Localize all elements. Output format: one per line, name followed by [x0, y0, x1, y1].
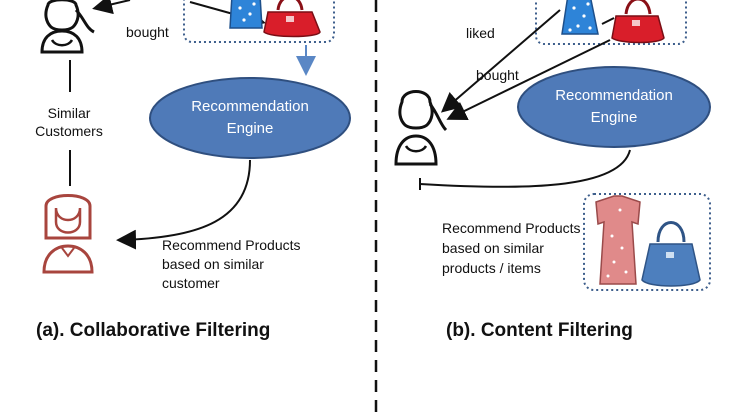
caption-content: (b). Content Filtering — [446, 320, 633, 341]
engine-label-line1: Recommendation — [555, 87, 673, 104]
engine-label-line2: Engine — [226, 120, 274, 137]
similar-label-line1: Similar — [47, 105, 91, 121]
bought-label: bought — [126, 24, 169, 40]
item-link — [601, 17, 615, 25]
blue-bag-icon — [641, 221, 701, 287]
recommendation-engine — [149, 77, 351, 159]
engine-label-line1: Recommendation — [191, 98, 309, 115]
recommend-line1: Recommend Products — [162, 237, 301, 253]
engine-label: Recommendation Engine — [160, 96, 340, 140]
liked-label: liked — [466, 25, 495, 41]
customer-icon — [40, 0, 95, 54]
recommend-text: Recommend Products based on similar prod… — [442, 218, 581, 278]
similar-customer-icon — [42, 194, 94, 274]
recommend-text: Recommend Products based on similar cust… — [162, 236, 301, 293]
recommend-line3: customer — [162, 275, 220, 291]
recommend-line2: based on similar — [162, 256, 264, 272]
recommend-line3: products / items — [442, 260, 541, 276]
engine-label: Recommendation Engine — [524, 85, 704, 129]
blue-dress-icon — [229, 0, 263, 29]
bought-arrow — [92, 0, 131, 15]
red-bag-icon — [263, 0, 321, 38]
product-box — [183, 0, 335, 43]
liked-arrow — [440, 9, 561, 113]
caption-collaborative: (a). Collaborative Filtering — [36, 320, 271, 341]
pink-dress-icon — [595, 195, 641, 285]
bought-label: bought — [476, 67, 519, 83]
engine-to-customer-line — [419, 149, 631, 188]
similar-customers-label: Similar Customers — [24, 104, 114, 140]
recommend-line2: based on similar — [442, 240, 544, 256]
bought-arrow — [446, 39, 611, 120]
blue-dress-icon — [561, 0, 599, 35]
similar-label-line2: Customers — [35, 123, 103, 139]
red-bag-icon — [611, 0, 665, 44]
product-box — [535, 0, 687, 45]
engine-label-line2: Engine — [590, 109, 638, 126]
customer-icon — [394, 90, 448, 166]
recommendation-engine — [517, 66, 711, 148]
recommend-line1: Recommend Products — [442, 220, 581, 236]
recommend-arrow — [116, 159, 251, 250]
recommended-products-box — [583, 193, 711, 291]
